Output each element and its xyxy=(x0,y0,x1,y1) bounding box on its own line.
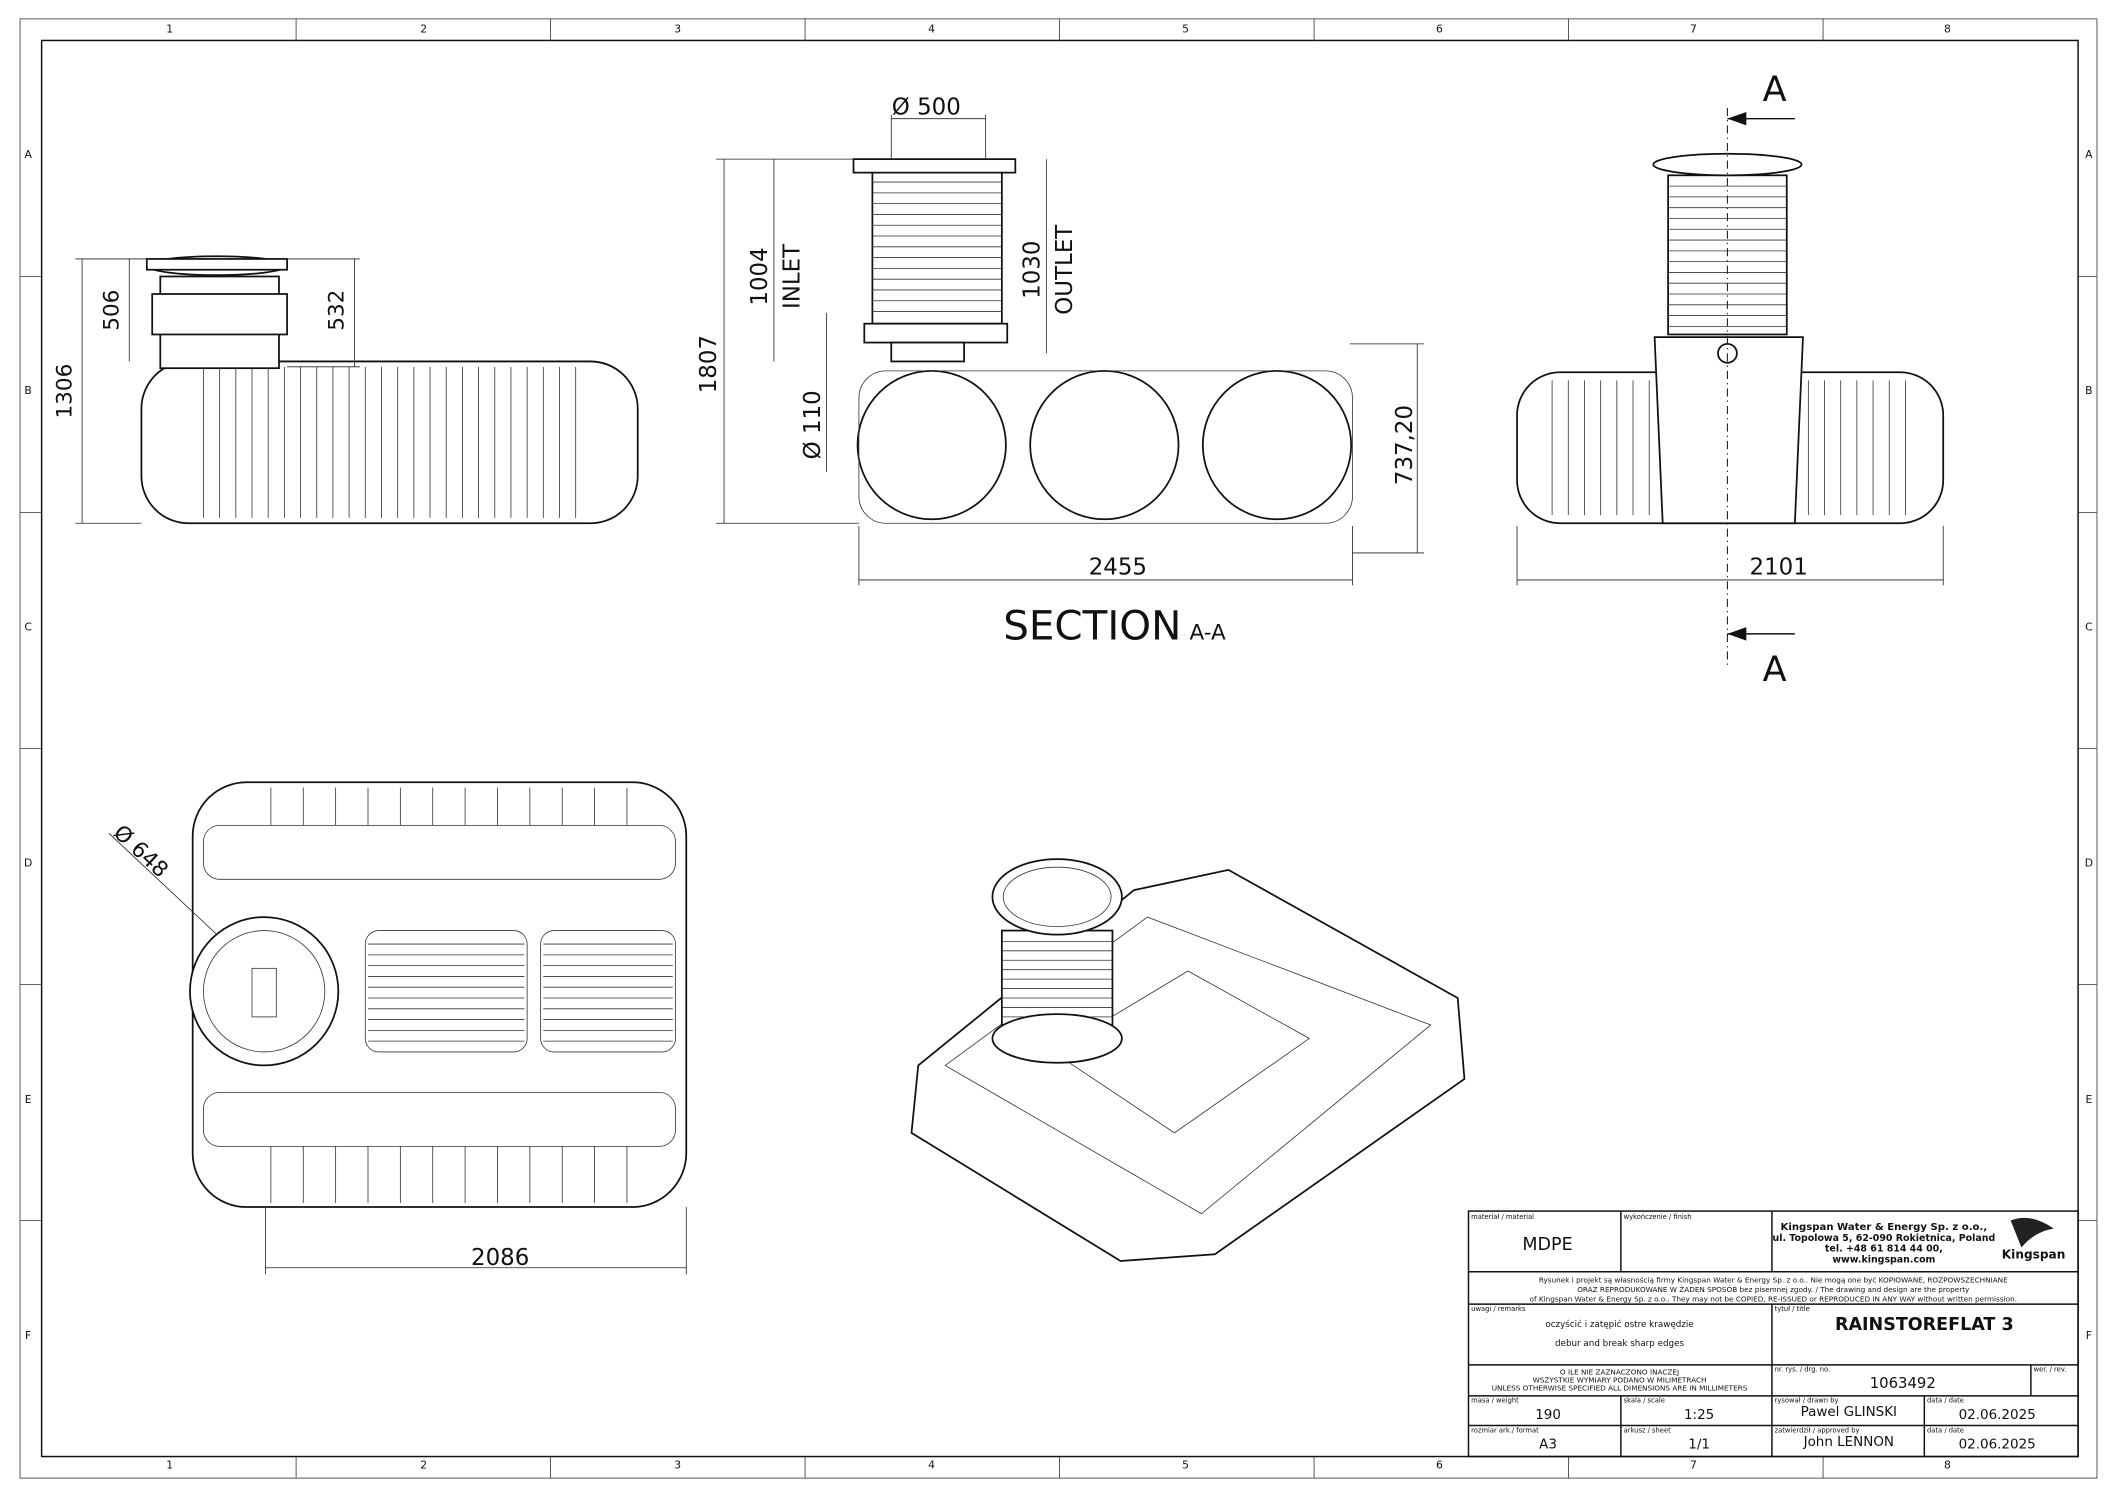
grid-row-label: B xyxy=(2085,384,2092,397)
weight-value: 190 xyxy=(1535,1407,1561,1423)
sheet-value: 1/1 xyxy=(1688,1436,1710,1452)
dim-inlet: 1004 xyxy=(747,247,773,305)
section-marker-bottom: A xyxy=(1763,649,1787,690)
grid-row-label: E xyxy=(2085,1093,2092,1106)
grid-column-label: 5 xyxy=(1182,22,1189,35)
kingspan-logo-text: Kingspan xyxy=(2002,1247,2066,1261)
grid-column-label: 3 xyxy=(674,22,681,35)
section-view: Ø 500 1807 1004 INLET 1030 OUTLET Ø 110 … xyxy=(696,95,1424,649)
section-marker-top: A xyxy=(1763,69,1787,110)
drawn-date-label: data / date xyxy=(1927,1397,1964,1405)
grid-column-label: 7 xyxy=(1690,1459,1697,1472)
dim-pipe-diameter: Ø 110 xyxy=(800,390,826,459)
grid-column-label: 2 xyxy=(420,22,427,35)
dim-riser-diameter: Ø 500 xyxy=(892,95,961,121)
units-note-en: UNLESS OTHERWISE SPECIFIED ALL DIMENSION… xyxy=(1492,1383,1748,1392)
grid-row-label: D xyxy=(24,857,32,870)
grid-row-label: C xyxy=(2085,620,2093,633)
dim-length: 2455 xyxy=(1089,555,1147,581)
copyright-line-2: ORAZ REPRODUKOWANE W ŻADEN SPOSÓB bez pi… xyxy=(1577,1285,1970,1294)
grid-row-label: F xyxy=(25,1329,31,1342)
grid-column-label: 7 xyxy=(1690,22,1697,35)
dim-width: 2101 xyxy=(1750,555,1808,581)
grid-column-label: 4 xyxy=(928,1459,935,1472)
top-view: Ø 648 2086 xyxy=(108,781,688,1275)
dim-top-width: 2086 xyxy=(471,1245,529,1271)
format-label: rozmiar ark./ format xyxy=(1471,1426,1539,1434)
approved-date-label: data / date xyxy=(1927,1426,1964,1434)
kingspan-logo-icon xyxy=(2010,1217,2054,1248)
title-label: tytuł / title xyxy=(1775,1305,1810,1313)
grid-column-label: 2 xyxy=(420,1459,427,1472)
grid-column-label: 3 xyxy=(674,1459,681,1472)
drawn-by-value: Pawel GLINSKI xyxy=(1801,1404,1897,1420)
grid-column-label: 5 xyxy=(1182,1459,1189,1472)
grid-column-label: 6 xyxy=(1436,22,1443,35)
remarks-polish: oczyścić i zatępić ostre krawędzie xyxy=(1545,1319,1693,1330)
dim-riser-b: 532 xyxy=(325,290,350,331)
grid-row-label: C xyxy=(24,620,32,633)
grid-column-label: 8 xyxy=(1944,1459,1951,1472)
scale-value: 1:25 xyxy=(1684,1407,1714,1423)
dim-height: 1807 xyxy=(696,335,722,393)
format-value: A3 xyxy=(1539,1436,1557,1452)
company-phone: tel. +48 61 814 44 00, xyxy=(1825,1244,1943,1255)
end-view: A A 2101 xyxy=(1516,69,1945,690)
company-website: www.kingspan.com xyxy=(1832,1254,1935,1265)
title-block: materiał / material MDPE wykończenie / f… xyxy=(1467,1210,2079,1458)
grid-column-label: 4 xyxy=(928,22,935,35)
grid-row-label: D xyxy=(2085,857,2093,870)
remarks-english: debur and break sharp edges xyxy=(1555,1339,1684,1349)
dim-riser-a: 506 xyxy=(99,290,124,331)
units-note-pl-2: WSZYSTKIE WYMIARY PODANO W MILIMETRACH xyxy=(1533,1375,1707,1384)
dim-riser-diameter-top: Ø 648 xyxy=(108,820,173,883)
drawing-number: 1063492 xyxy=(1870,1375,1936,1392)
grid-column-label: 1 xyxy=(166,22,173,35)
copyright-line-1: Rysunek i projekt są własnością firmy Ki… xyxy=(1539,1276,2008,1285)
grid-column-label: 1 xyxy=(166,1459,173,1472)
label-outlet: OUTLET xyxy=(1052,224,1078,315)
units-note-pl-1: O ILE NIE ZAZNACZONO INACZEJ xyxy=(1560,1367,1679,1376)
grid-row-label: A xyxy=(24,148,32,161)
revision-label: wer. / rev. xyxy=(2034,1366,2067,1374)
copyright-line-3: of Kingspan Water & Energy Sp. z o.o.. T… xyxy=(1530,1294,2017,1303)
grid-row-label: E xyxy=(25,1093,32,1106)
approved-date: 02.06.2025 xyxy=(1959,1436,2036,1452)
finish-label: wykończenie / finish xyxy=(1624,1213,1692,1221)
isometric-view xyxy=(910,858,1466,1262)
grid-column-label: 6 xyxy=(1436,1459,1443,1472)
company-name: Kingspan Water & Energy Sp. z o.o., xyxy=(1781,1222,1988,1233)
drawing-number-label: nr. rys. / drg. no. xyxy=(1775,1366,1831,1374)
grid-column-label: 8 xyxy=(1944,22,1951,35)
dim-outlet: 1030 xyxy=(1020,241,1046,299)
weight-label: masa / weight xyxy=(1471,1397,1519,1405)
dim-height-total: 1306 xyxy=(52,364,77,419)
drawn-by-label: rysował / drawn by xyxy=(1775,1397,1839,1405)
material-label: materiał / material xyxy=(1471,1213,1534,1221)
grid-row-label: F xyxy=(2086,1329,2092,1342)
company-address: ul. Topolowa 5, 62-090 Rokietnica, Polan… xyxy=(1772,1233,1995,1244)
drawing-title: RAINSTOREFLAT 3 xyxy=(1835,1315,2014,1335)
label-inlet: INLET xyxy=(780,243,806,309)
dim-outlet-height: 737,20 xyxy=(1392,405,1418,485)
side-view: 1306 506 532 xyxy=(52,255,639,525)
material-value: MDPE xyxy=(1522,1235,1572,1255)
grid-row-label: B xyxy=(24,384,31,397)
sheet-label: arkusz / sheet xyxy=(1624,1426,1672,1434)
scale-label: skala / scale xyxy=(1624,1397,1665,1405)
remarks-label: uwagi / remarks xyxy=(1471,1305,1526,1313)
grid-row-label: A xyxy=(2085,148,2093,161)
approved-by-label: zatwierdził / approved by xyxy=(1775,1426,1860,1434)
drawn-date: 02.06.2025 xyxy=(1959,1407,2036,1423)
approved-by-value: John LENNON xyxy=(1803,1434,1894,1450)
